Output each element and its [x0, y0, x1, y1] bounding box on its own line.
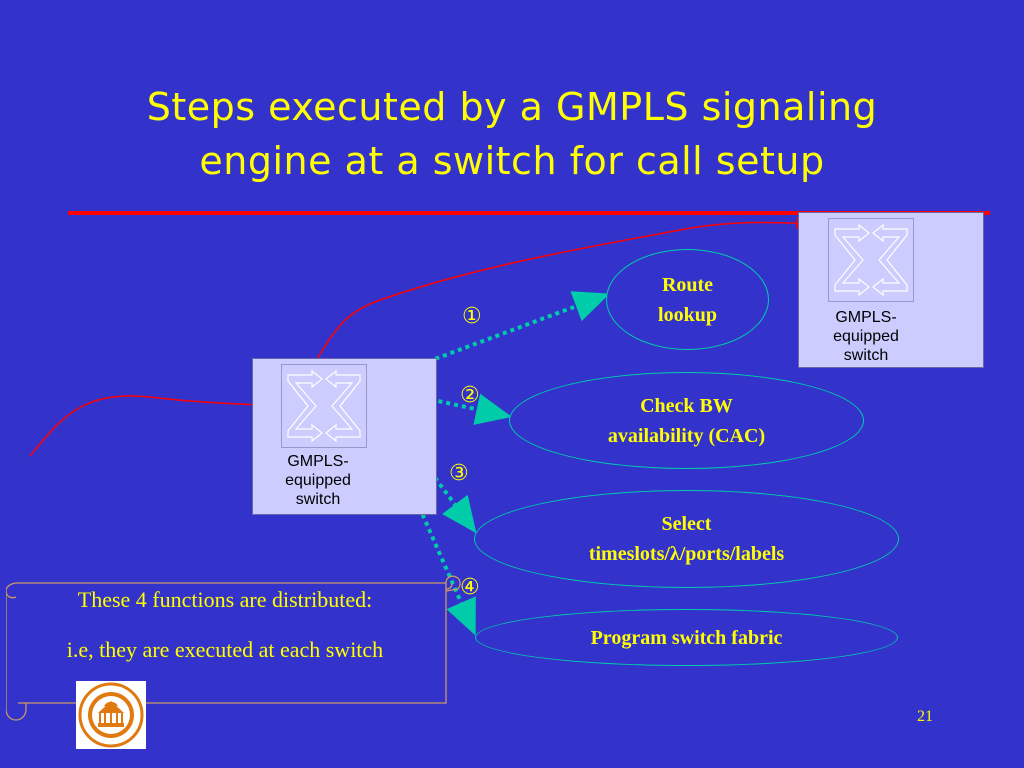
left-switch: GMPLS- equipped switch	[252, 358, 437, 515]
scroll-shape	[6, 575, 461, 721]
cross-connect-icon	[281, 364, 367, 448]
select-resources-line-2: timeslots/λ/ports/labels	[588, 543, 785, 565]
page-number: 21	[917, 708, 933, 725]
left-switch-label: GMPLS- equipped switch	[285, 453, 351, 508]
title-line-2: engine at a switch for call setup	[199, 139, 825, 183]
university-seal-logo	[76, 681, 146, 749]
select-resources-line-1: Select	[661, 513, 712, 535]
rotunda-seal-icon	[78, 682, 144, 748]
route-lookup-ellipse: Route lookup	[606, 249, 769, 350]
title-line-1: Steps executed by a GMPLS signaling	[146, 85, 878, 129]
program-fabric-ellipse: Program switch fabric	[475, 609, 898, 666]
route-lookup-line-1: Route	[661, 273, 714, 296]
program-fabric-label: Program switch fabric	[590, 626, 783, 649]
step-4-number: ④	[460, 575, 480, 600]
right-switch-label: GMPLS- equipped switch	[833, 309, 899, 364]
check-bw-line-1: Check BW	[640, 394, 733, 417]
note-line-2: i.e, they are executed at each switch	[66, 637, 384, 662]
route-lookup-line-2: lookup	[658, 303, 717, 326]
check-bw-line-2: availability (CAC)	[607, 424, 766, 447]
step-2-number: ②	[460, 383, 480, 408]
right-switch: GMPLS- equipped switch	[798, 212, 984, 368]
check-bw-ellipse: Check BW availability (CAC)	[509, 372, 864, 469]
slide-title: Steps executed by a GMPLS signaling engi…	[60, 80, 964, 188]
step-1-number: ①	[462, 304, 482, 329]
outgoing-signal-arrow	[314, 217, 812, 363]
distributed-functions-note: These 4 functions are distributed: i.e, …	[6, 575, 461, 721]
note-line-1: These 4 functions are distributed:	[77, 587, 373, 612]
step-3-number: ③	[449, 461, 469, 486]
cross-connect-icon	[828, 218, 914, 302]
select-resources-ellipse: Select timeslots/λ/ports/labels	[474, 490, 899, 588]
incoming-signal-arrow	[29, 395, 286, 457]
